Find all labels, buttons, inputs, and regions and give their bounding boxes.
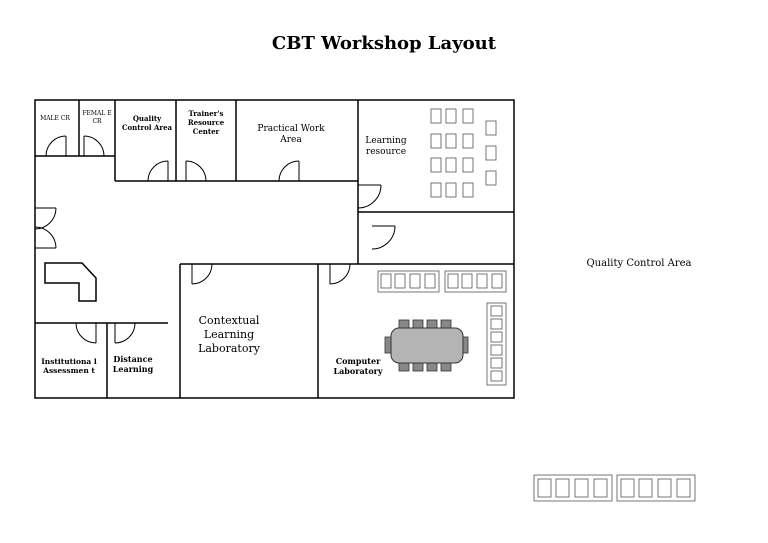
room-label-computer-laboratory: Computer Laboratory [333, 356, 383, 376]
room-label-distance-learning: Distance Learning [112, 354, 154, 374]
door-icon [357, 184, 382, 209]
door-icon [147, 160, 169, 182]
door-icon [191, 263, 213, 285]
area-label-quality-control-area: Quality Control Area [586, 258, 692, 269]
computer-desks-icon [377, 270, 507, 386]
outdoor-chairs-icon [533, 474, 696, 502]
room-label-female-cr: FEMAL E CR [82, 110, 112, 125]
door-icon [185, 160, 207, 182]
door-icon [75, 322, 97, 344]
room-label-quality-control-area: Quality Control Area [121, 114, 173, 132]
page-title: CBT Workshop Layout [271, 33, 497, 54]
room-label-trainers-resource-center: Trainer's Resource Center [187, 109, 225, 136]
room-label-institutional-assessment: Institutiona l Assessmen t [41, 357, 97, 376]
door-icon [83, 135, 105, 157]
room-label-contextual-learning-laboratory: Contextual Learning Laboratory [198, 314, 260, 355]
door-icon [278, 160, 300, 182]
door-icon [34, 207, 57, 230]
door-icon [371, 225, 396, 250]
door-icon [329, 263, 351, 285]
door-icon [45, 135, 67, 157]
door-icon [114, 322, 136, 344]
outer-wall [34, 99, 515, 399]
door-icon [34, 226, 57, 249]
room-label-practical-work-area: Practical Work Area [257, 124, 325, 146]
conference-table-icon [384, 319, 469, 372]
room-label-learning-resource: Learning resource [365, 136, 407, 158]
chairs-icon [430, 108, 497, 198]
room-label-male-cr: MALE CR [40, 115, 70, 122]
reception-desk-icon [44, 262, 97, 302]
